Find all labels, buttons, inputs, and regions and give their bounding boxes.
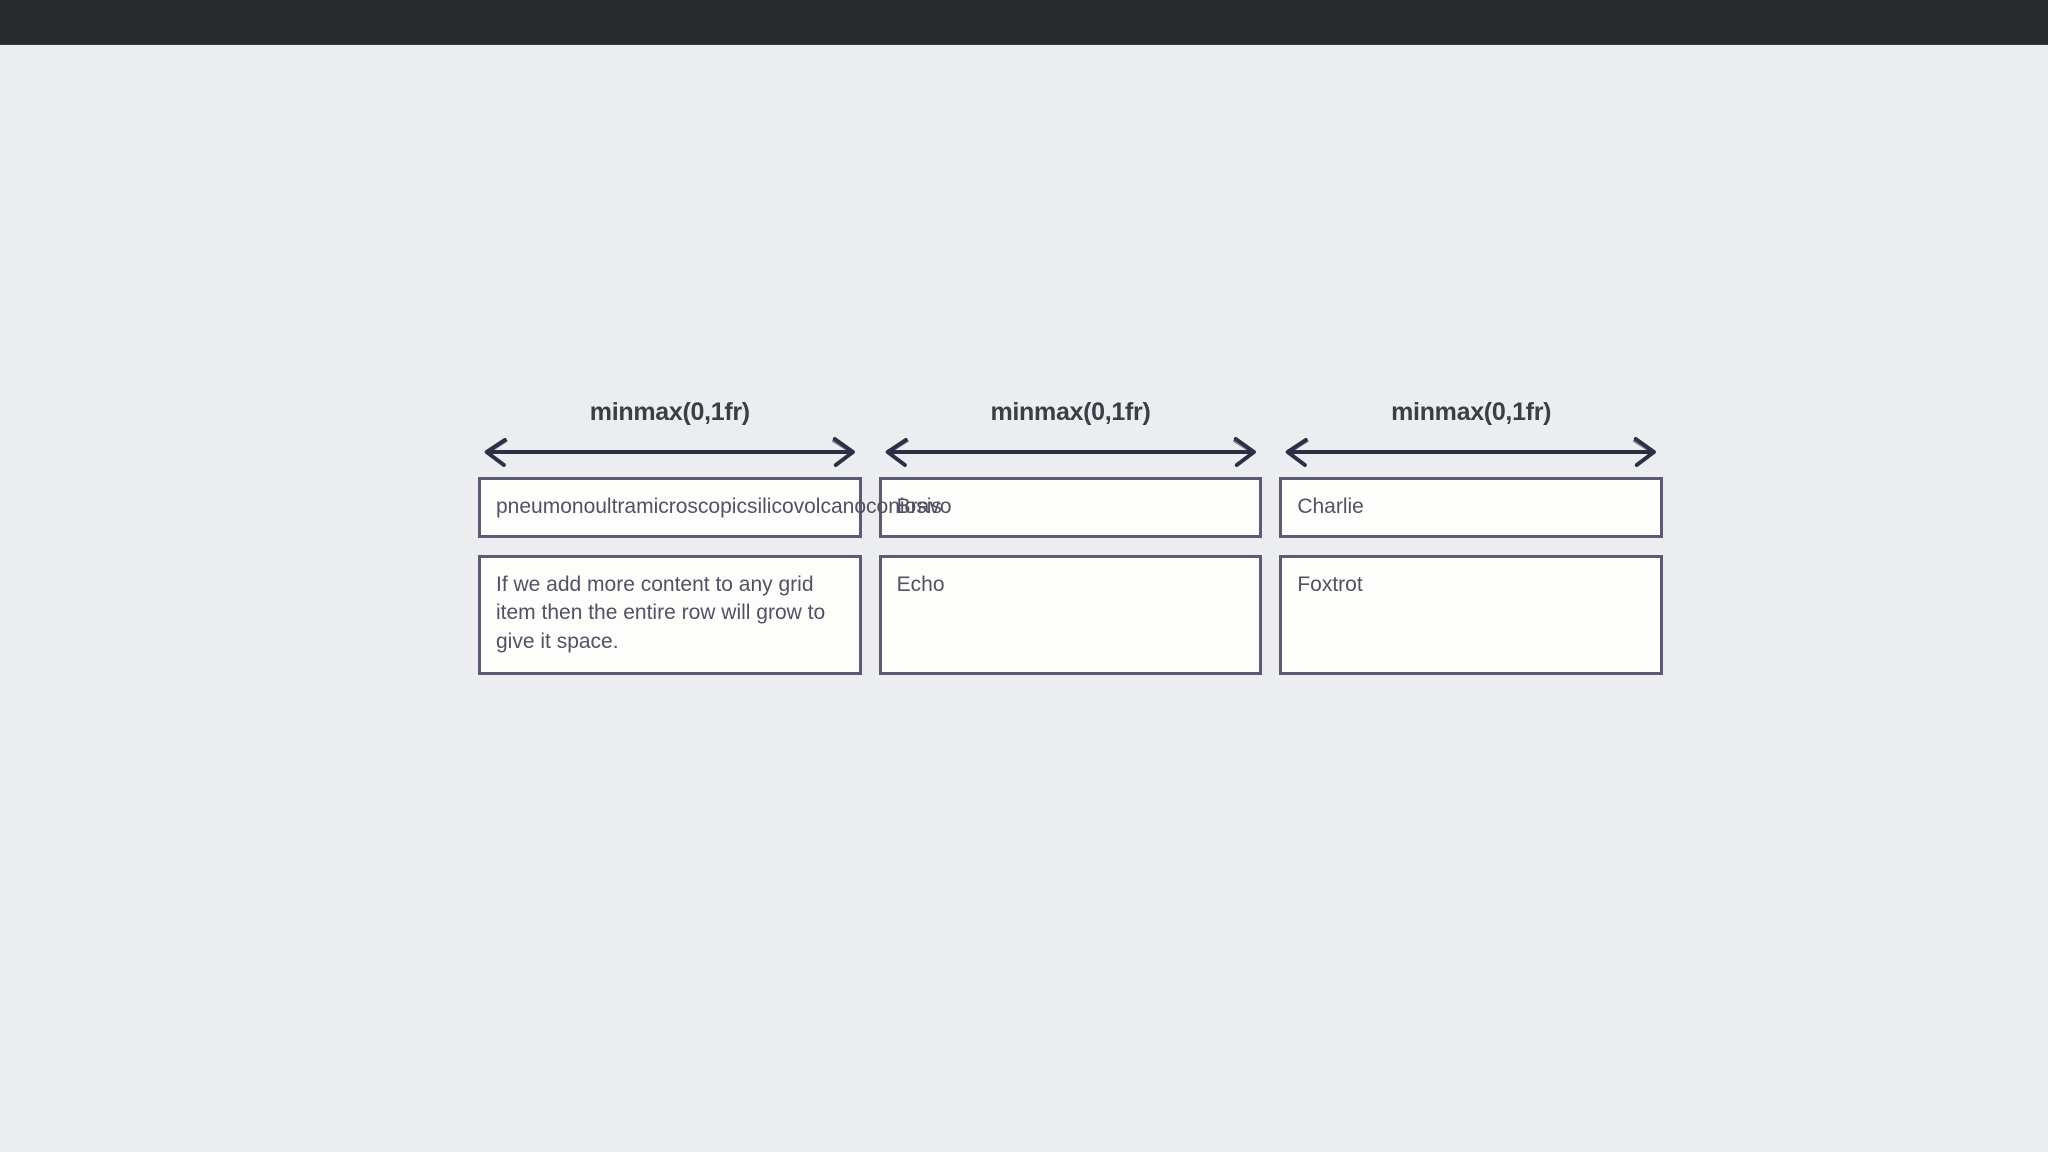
grid-cell-1: pneumonoultramicroscopicsilicovolcanocon… — [478, 477, 942, 538]
grid-cell-5: Echo — [878, 554, 1263, 675]
browser-chrome-bar — [0, 0, 2048, 45]
grid-cell-4: If we add more content to any grid item … — [478, 554, 862, 675]
grid-cell-2: Bravo — [878, 477, 1263, 538]
grid-cell-text-6: Foxtrot — [1297, 572, 1363, 596]
grid-minmax-diagram: minmax(0,1fr) minmax(0,1fr) — [478, 400, 1663, 675]
column-annotations: minmax(0,1fr) minmax(0,1fr) — [478, 400, 1663, 469]
double-headed-arrow-icon — [484, 437, 855, 467]
double-headed-arrow-icon — [885, 437, 1256, 467]
column-annotation-label-2: minmax(0,1fr) — [990, 398, 1151, 426]
grid-cell-text-2: Bravo — [896, 495, 952, 518]
page-canvas: minmax(0,1fr) minmax(0,1fr) — [0, 45, 2048, 1152]
grid-cell-text-1: pneumonoultramicroscopicsilicovolcanocon… — [496, 495, 942, 518]
grid-cell-text-4: If we add more content to any grid item … — [496, 572, 826, 653]
grid-cell-text-3: Charlie — [1297, 495, 1364, 518]
grid-cell-6: Foxtrot — [1279, 554, 1663, 675]
column-annotation-label-3: minmax(0,1fr) — [1391, 398, 1552, 426]
grid-cell-3: Charlie — [1279, 477, 1663, 538]
column-annotation-label-1: minmax(0,1fr) — [589, 398, 750, 426]
column-annotation-2: minmax(0,1fr) — [879, 400, 1263, 469]
grid-cell-text-5: Echo — [896, 572, 945, 596]
column-annotation-1: minmax(0,1fr) — [478, 400, 862, 469]
column-annotation-3: minmax(0,1fr) — [1279, 400, 1663, 469]
css-grid-container: pneumonoultramicroscopicsilicovolcanocon… — [478, 477, 1663, 675]
double-headed-arrow-icon — [1286, 437, 1657, 467]
